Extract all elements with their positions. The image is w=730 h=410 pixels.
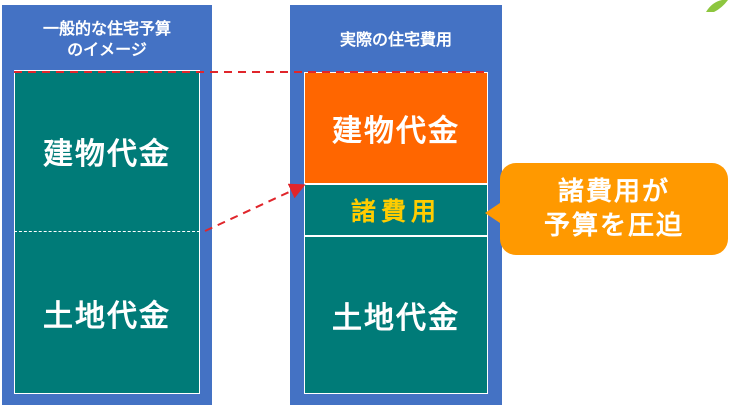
actual-land-cost-block: 土地代金: [304, 236, 488, 394]
general-land-cost-block: 土地代金: [43, 298, 171, 334]
general-budget-title-line1: 一般的な住宅予算: [42, 19, 171, 38]
budget-shift-arrow: [204, 183, 306, 232]
actual-cost-title: 実際の住宅費用: [339, 29, 452, 49]
callout-pointer: [485, 201, 503, 225]
general-budget-title: 一般的な住宅予算 のイメージ: [2, 5, 212, 73]
general-budget-box: [14, 70, 200, 394]
callout-line2: 予算を圧迫: [543, 211, 684, 241]
misc-expenses-callout: 諸費用が 予算を圧迫: [500, 163, 728, 255]
general-building-cost-block: 建物代金: [43, 136, 171, 172]
actual-misc-expenses-block: 諸費用: [304, 184, 488, 236]
general-budget-divider: [14, 231, 200, 232]
general-budget-title-line2: のイメージ: [67, 40, 147, 59]
callout-line1: 諸費用が: [557, 177, 670, 207]
leaf-decoration-icon: [706, 0, 728, 12]
actual-building-cost-block: 建物代金: [304, 72, 488, 184]
